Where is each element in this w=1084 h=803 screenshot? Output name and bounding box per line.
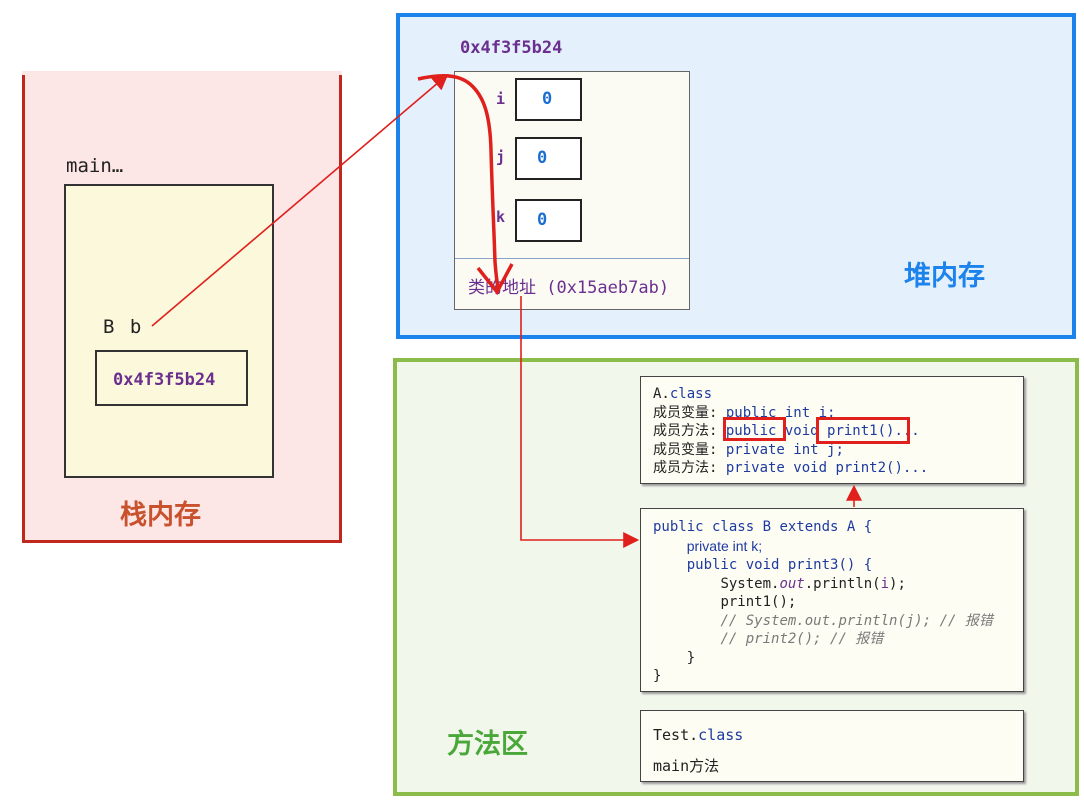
handdrawn-arrow-head	[476, 263, 514, 296]
field-i-box	[515, 78, 582, 121]
class-pointer-arrow	[520, 296, 640, 548]
variable-b-value-box	[95, 350, 248, 406]
handdrawn-arrow-stroke	[417, 73, 500, 289]
print1-highlight-box	[816, 417, 910, 444]
heap-object-address: 0x4f3f5b24	[460, 38, 563, 58]
reference-arrow	[151, 73, 449, 327]
main-frame-label: main…	[66, 155, 124, 177]
stack-memory-title: 栈内存	[120, 500, 201, 531]
method-area-title: 方法区	[447, 729, 528, 760]
class-a-card	[640, 376, 1024, 484]
stack-top-fill	[22, 71, 342, 75]
public-highlight-box	[723, 417, 786, 441]
variable-b-label: B b	[103, 316, 144, 338]
field-j-label: j	[496, 148, 506, 166]
object-divider	[455, 258, 689, 259]
test-class-name: Test.class	[653, 726, 744, 744]
field-j-value: 0	[537, 148, 548, 168]
test-class-card	[640, 710, 1024, 782]
field-k-label: k	[496, 208, 506, 226]
class-a-code: A.class 成员变量: public int i; 成员方法: public…	[653, 386, 929, 476]
class-b-code: public class B extends A { private int k…	[653, 519, 993, 684]
field-k-box	[515, 199, 582, 242]
field-i-label: i	[496, 90, 506, 108]
field-i-value: 0	[542, 89, 553, 109]
test-main-method: main方法	[653, 757, 720, 775]
class-address-pointer: 类的地址 (0x15aeb7ab)	[468, 278, 670, 298]
variable-b-value: 0x4f3f5b24	[113, 370, 216, 390]
class-b-card	[640, 508, 1024, 692]
main-stack-frame	[64, 184, 274, 478]
heap-memory-title: 堆内存	[904, 261, 985, 292]
field-j-box	[515, 137, 582, 180]
field-k-value: 0	[537, 210, 548, 230]
